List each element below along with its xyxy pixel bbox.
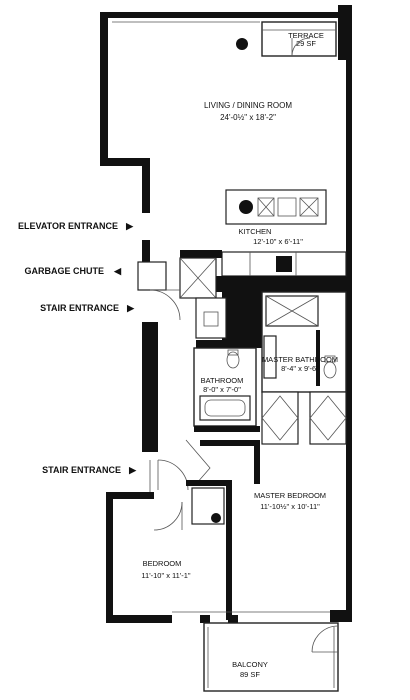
- living-room-dims: 24'-0½" x 18'-2": [220, 113, 276, 122]
- arrow-right-icon: ▶: [126, 303, 135, 313]
- arrow-left-icon: ◀: [113, 266, 122, 276]
- terrace-name: TERRACE: [288, 31, 324, 40]
- terrace: TERRACE 29 SF: [261, 21, 337, 57]
- exterior-walls: [100, 5, 352, 623]
- bedroom-dims: 11'-10" x 11'-1": [141, 571, 191, 580]
- column-marker: [236, 38, 248, 50]
- kitchen-island: [225, 189, 327, 225]
- master-bath-name: MASTER BATHROOM: [262, 355, 338, 364]
- core-walls: [180, 250, 346, 348]
- arrow-right-icon: ▶: [128, 465, 137, 475]
- balcony-name: BALCONY: [232, 660, 268, 669]
- balcony: [203, 622, 339, 692]
- wardrobe-closets: [200, 391, 347, 484]
- elevator-entrance-label: ELEVATOR ENTRANCE: [18, 221, 118, 231]
- stair-entrance-label-2: STAIR ENTRANCE: [42, 465, 121, 475]
- bathroom: [193, 347, 260, 432]
- bedroom-name: BEDROOM: [143, 559, 182, 568]
- balcony-area: 89 SF: [240, 670, 260, 679]
- master-bathroom: [261, 291, 347, 393]
- terrace-area: 29 SF: [296, 39, 316, 48]
- side-labels: ELEVATOR ENTRANCE ▶ GARBAGE CHUTE ◀ STAI…: [18, 221, 137, 475]
- master-bedroom-name: MASTER BEDROOM: [254, 491, 326, 500]
- arrow-right-icon: ▶: [125, 221, 134, 231]
- master-bath-dims: 8'-4" x 9'-6": [281, 364, 319, 373]
- master-bedroom-dims: 11'-10½" x 10'-11": [260, 502, 320, 511]
- kitchen-counter: [221, 251, 347, 277]
- corridor-doors: [149, 439, 211, 531]
- stair-entrance-label-1: STAIR ENTRANCE: [40, 303, 119, 313]
- kitchen-name: KITCHEN: [239, 227, 272, 236]
- bathroom-dims: 8'-0" x 7'-0": [203, 385, 241, 394]
- bedroom-walls: [186, 480, 232, 620]
- kitchen-dims: 12'-10" x 6'-11": [253, 237, 303, 246]
- garbage-chute-label: GARBAGE CHUTE: [24, 266, 104, 276]
- living-room-name: LIVING / DINING ROOM: [204, 101, 292, 110]
- entry-closets: [137, 257, 227, 339]
- bathroom-name: BATHROOM: [201, 376, 244, 385]
